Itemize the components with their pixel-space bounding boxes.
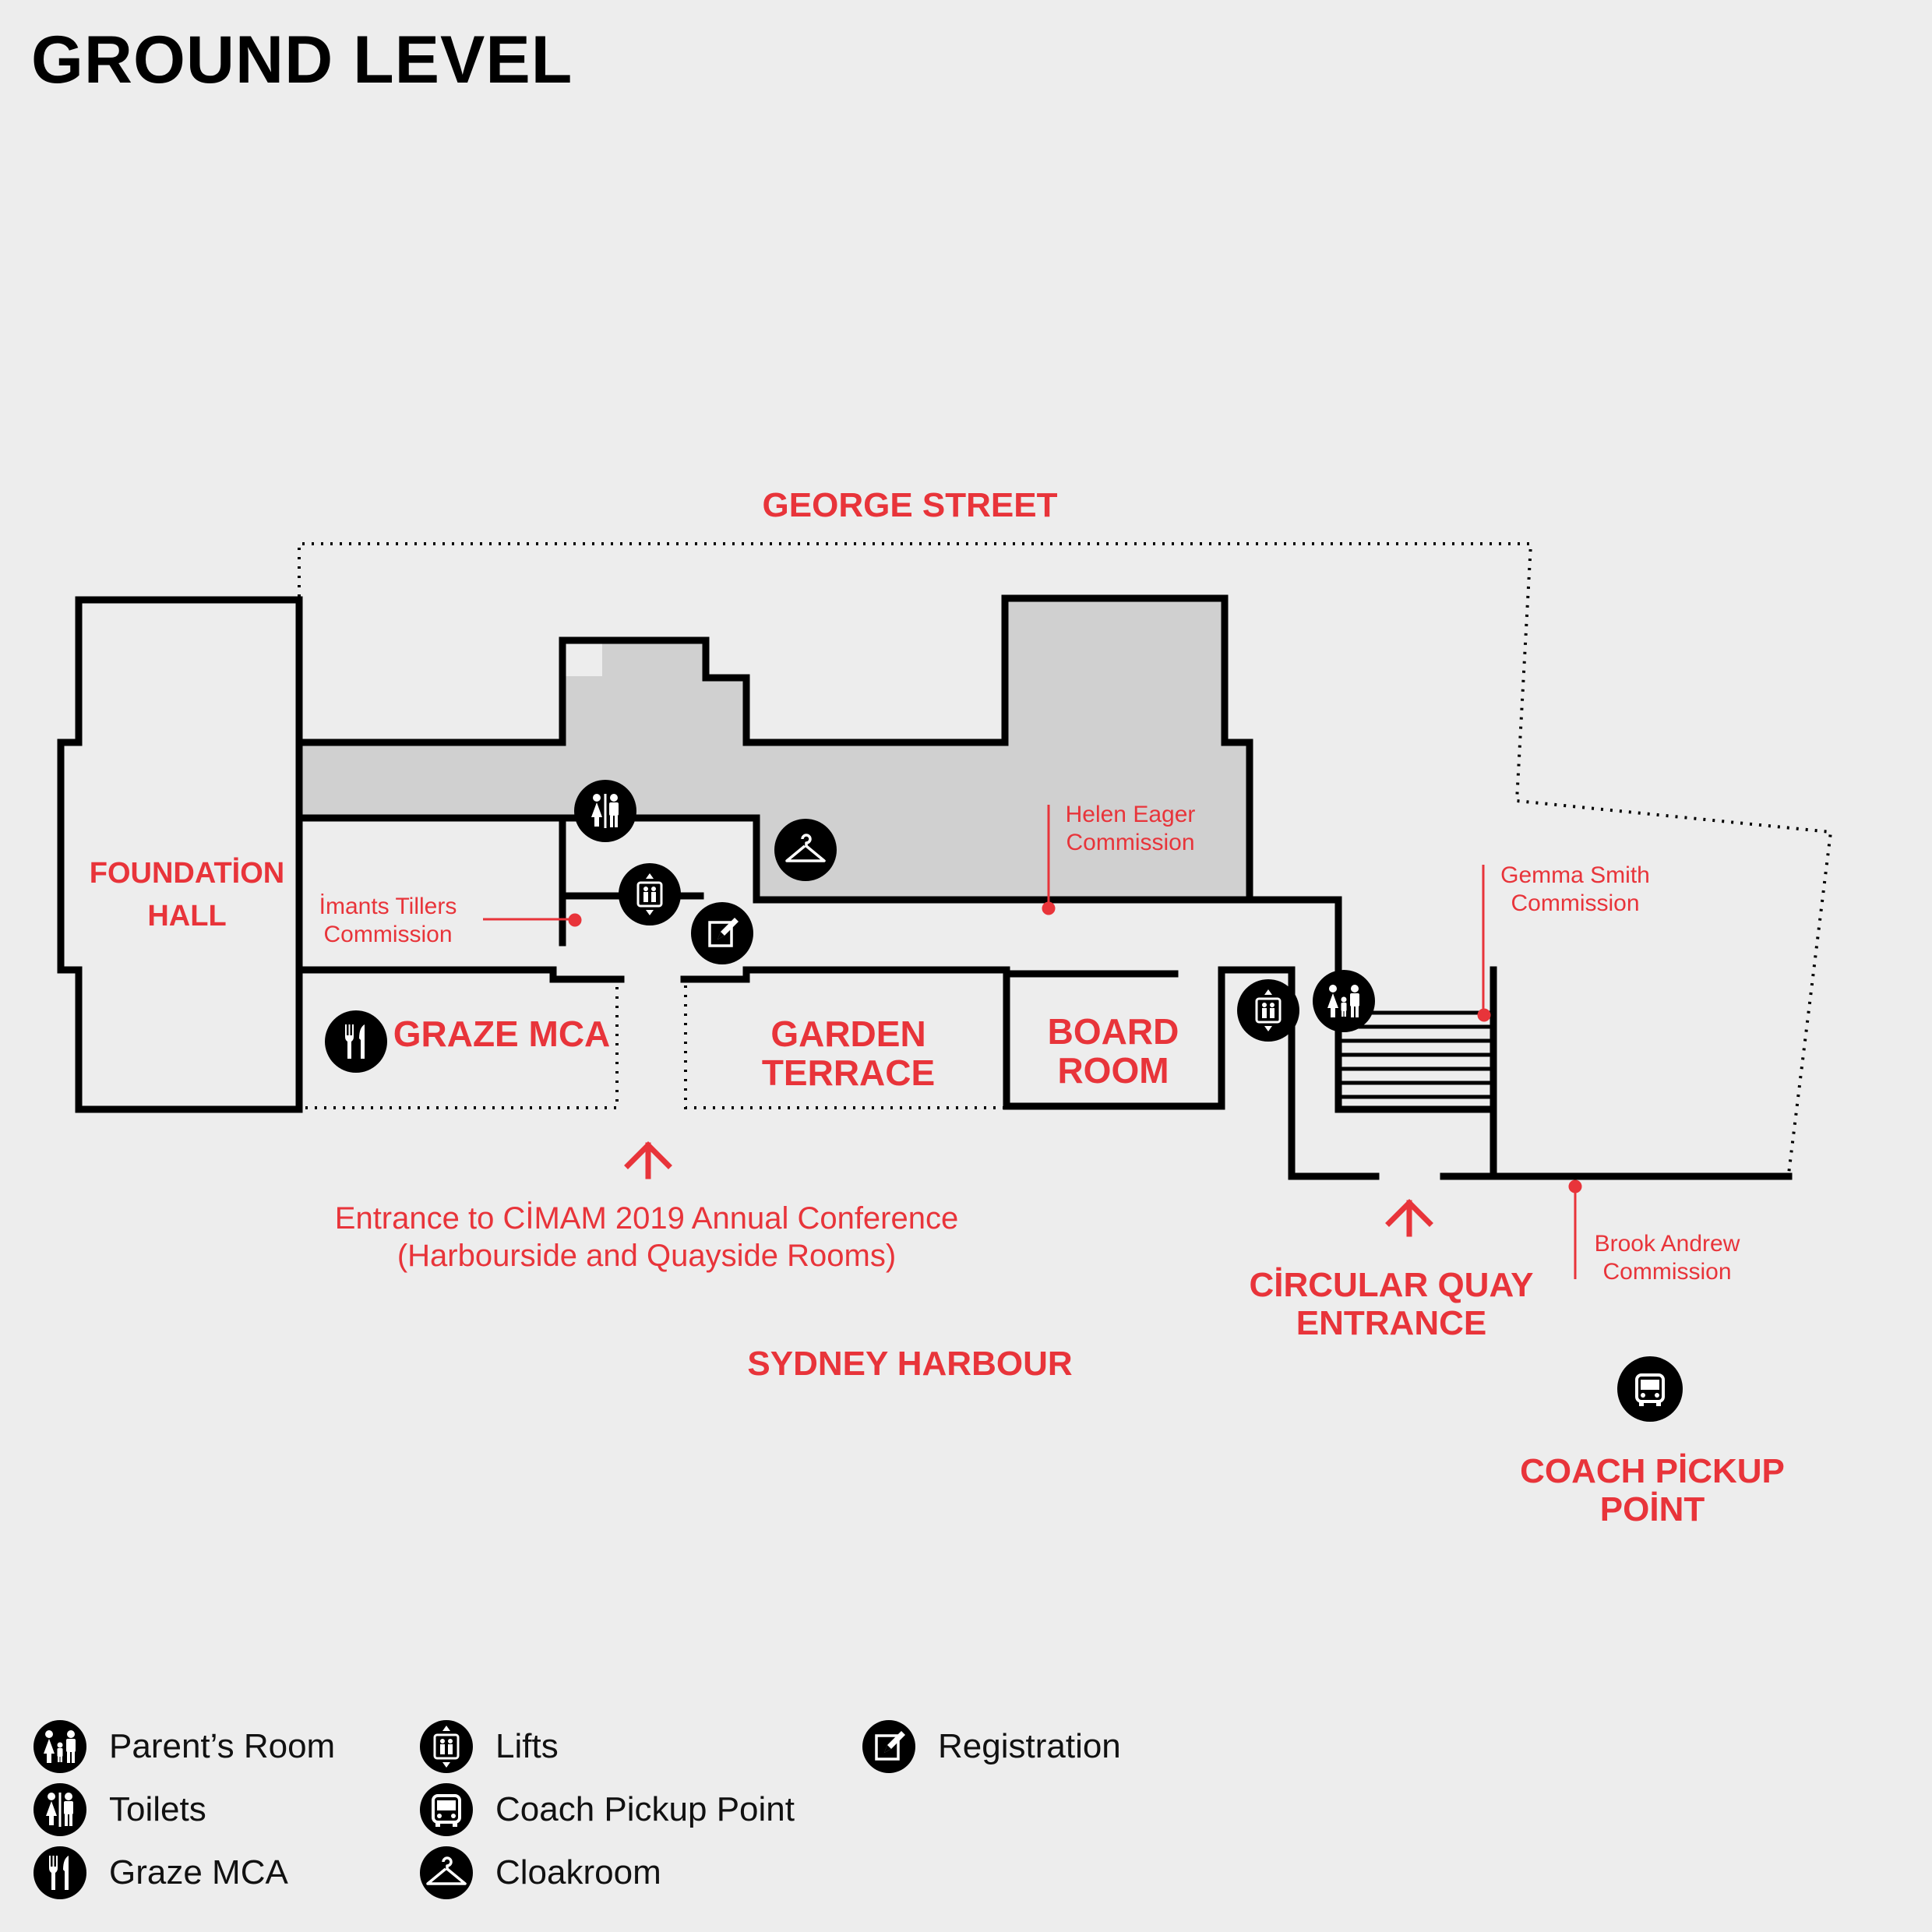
entrance-note-line-2: (Harbourside and Quayside Rooms)	[397, 1239, 896, 1273]
garden-terrace-label-1: GARDEN	[770, 1014, 925, 1054]
registration-icon	[862, 1720, 915, 1773]
gallery-shaded-area	[299, 598, 1250, 900]
circular-quay-entrance-arrow	[1385, 1199, 1433, 1237]
brook-andrew-label-2: Commission	[1602, 1259, 1731, 1285]
page-title: GROUND LEVEL	[31, 23, 573, 97]
registration-icon	[691, 902, 753, 964]
site-boundary	[298, 542, 1833, 1175]
legend-item-graze-mca: Graze MCA	[33, 1846, 288, 1900]
legend-item-registration: Registration	[862, 1719, 1121, 1774]
circular-quay-label-1: CİRCULAR QUAY	[1249, 1266, 1533, 1304]
imants-tillers-label-2: Commission	[323, 922, 452, 947]
parents-room-icon	[1313, 970, 1375, 1032]
coach-icon	[420, 1783, 473, 1836]
board-room-label-1: BOARD	[1048, 1011, 1179, 1052]
coach-pickup-label-1: COACH PİCKUP	[1520, 1452, 1785, 1490]
entrance-note-line-1: Entrance to CİMAM 2019 Annual Conference	[335, 1200, 958, 1236]
legend-label: Parent’s Room	[109, 1727, 336, 1765]
parents-room-icon	[33, 1720, 86, 1773]
foundation-hall-label-1: FOUNDATİON	[90, 857, 285, 890]
open-edges	[305, 985, 1003, 1109]
helen-eager-label-2: Commission	[1066, 830, 1194, 855]
commission-markers	[483, 805, 1582, 1279]
staircase	[1338, 1010, 1490, 1099]
lifts-icon	[1237, 979, 1299, 1042]
foundation-hall-label-2: HALL	[147, 900, 226, 933]
legend-label: Toilets	[109, 1790, 206, 1828]
entrance-arrows	[624, 1141, 1433, 1237]
cloakroom-icon	[774, 819, 837, 881]
cimam-entrance-arrow	[624, 1141, 672, 1179]
circular-quay-label-2: ENTRANCE	[1296, 1304, 1486, 1342]
coach-pickup-label-2: POİNT	[1600, 1490, 1705, 1528]
graze-mca-icon	[325, 1010, 387, 1073]
george-street-label: GEORGE STREET	[763, 486, 1058, 524]
legend-label: Cloakroom	[495, 1853, 661, 1891]
cloakroom-icon	[420, 1846, 473, 1899]
building-walls	[57, 594, 1793, 1180]
legend-item-lifts: Lifts	[419, 1719, 559, 1774]
sydney-harbour-label: SYDNEY HARBOUR	[747, 1345, 1072, 1383]
gemma-smith-label-2: Commission	[1511, 890, 1639, 916]
lifts-icon	[420, 1720, 473, 1773]
legend-label: Graze MCA	[109, 1853, 288, 1891]
board-room-label-2: ROOM	[1057, 1050, 1169, 1091]
legend-label: Coach Pickup Point	[495, 1790, 795, 1828]
toilets-icon	[33, 1783, 86, 1836]
toilets-icon	[574, 780, 636, 842]
gemma-smith-label-1: Gemma Smith	[1500, 862, 1650, 888]
brook-andrew-label-1: Brook Andrew	[1595, 1231, 1740, 1257]
imants-tillers-label-1: İmants Tillers	[319, 894, 457, 919]
helen-eager-label-1: Helen Eager	[1066, 802, 1196, 827]
garden-terrace-label-2: TERRACE	[762, 1052, 935, 1093]
legend-item-cloakroom: Cloakroom	[419, 1846, 661, 1900]
coach-icon	[1617, 1356, 1683, 1422]
graze-mca-label: GRAZE MCA	[393, 1014, 611, 1054]
legend-item-parents-room: Parent’s Room	[33, 1719, 335, 1774]
legend-label: Registration	[938, 1727, 1121, 1765]
lifts-icon	[619, 863, 681, 925]
legend-item-coach: Coach Pickup Point	[419, 1782, 795, 1837]
legend-item-toilets: Toilets	[33, 1782, 206, 1837]
graze-mca-icon	[33, 1846, 86, 1899]
legend-label: Lifts	[495, 1727, 559, 1765]
